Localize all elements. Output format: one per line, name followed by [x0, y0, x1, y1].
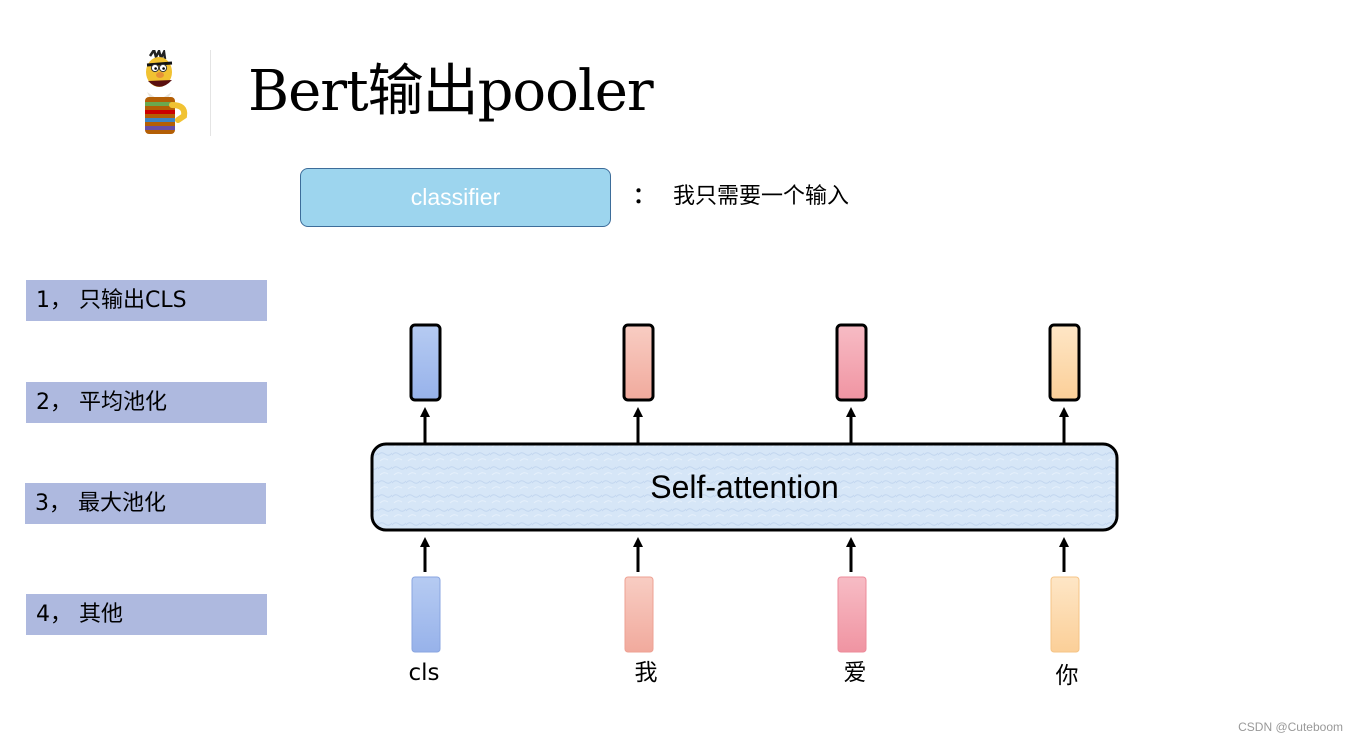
- token-label-ni: 你: [1055, 663, 1079, 689]
- output-vector-ni: [1048, 323, 1081, 402]
- option-cls: 1， 只输出CLS: [26, 280, 267, 321]
- page-title: Bert输出pooler: [248, 59, 654, 124]
- note-colon: ：: [633, 184, 656, 209]
- bert-character-icon: [145, 47, 188, 134]
- self-attention-label: Self-attention: [650, 468, 839, 505]
- input-vector-cls: [411, 576, 441, 653]
- bert-muppet-logo: [128, 47, 211, 136]
- option-other: 4， 其他: [26, 594, 267, 635]
- output-vector-wo: [622, 323, 655, 402]
- classifier-box: classifier: [300, 168, 611, 227]
- classifier-note: ： 我只需要一个输入: [633, 182, 849, 212]
- watermark-credit: CSDN @Cuteboom: [1238, 720, 1343, 734]
- input-vector-ni: [1050, 576, 1080, 653]
- output-vector-cls: [409, 323, 442, 402]
- token-label-wo: 我: [634, 660, 658, 686]
- self-attention-box: [370, 442, 1119, 532]
- option-mean-pooling: 2， 平均池化: [26, 382, 267, 423]
- input-vector-ai: [837, 576, 867, 653]
- input-vector-wo: [624, 576, 654, 653]
- output-vector-ai: [835, 323, 868, 402]
- note-text: 我只需要一个输入: [673, 184, 850, 209]
- option-max-pooling: 3， 最大池化: [25, 483, 266, 524]
- token-label-cls: cls: [408, 660, 440, 686]
- token-label-ai: 爱: [843, 660, 867, 686]
